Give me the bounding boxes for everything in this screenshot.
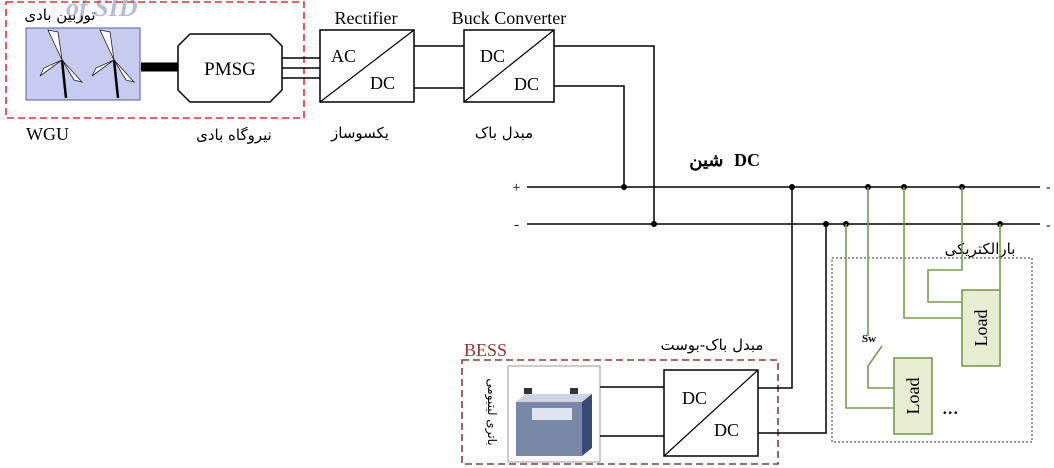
bess-boundary xyxy=(461,359,779,465)
bess-converter-dc-in: DC xyxy=(682,388,707,408)
rectifier-buck-lines xyxy=(414,45,464,89)
bess-to-bus-lines xyxy=(758,187,827,434)
switch-label: Sw xyxy=(862,333,876,345)
wind-plant-label: نیروگاه بادی xyxy=(196,126,272,144)
buck-label: مبدل باک xyxy=(475,124,533,142)
pmsg-label: PMSG xyxy=(204,59,256,80)
bess-label: BESS xyxy=(464,340,507,360)
bus-label-dc: DC xyxy=(734,150,760,170)
buck-dc-out: DC xyxy=(514,74,539,94)
buck-title: Buck Converter xyxy=(452,8,566,28)
buck-to-bus-lines xyxy=(554,45,655,224)
bus-plus-right: - xyxy=(1046,180,1051,195)
load-wiring xyxy=(845,187,963,409)
wind-turbine-label: توربین بادی xyxy=(24,6,95,24)
battery-converter-lines xyxy=(600,386,664,437)
rectifier-label: یکسوساز xyxy=(330,124,389,142)
bus-minus-right: - xyxy=(1046,218,1051,233)
rectifier-dc: DC xyxy=(370,73,395,93)
three-phase-lines xyxy=(282,57,320,79)
battery-label: باتری لیتیومی xyxy=(484,378,499,445)
load-ellipsis: ... xyxy=(942,394,959,419)
load-box-2 xyxy=(893,357,933,435)
buck-converter-box xyxy=(463,29,555,103)
wgu-label: WGU xyxy=(26,124,69,144)
load-box-1 xyxy=(961,289,1001,367)
bus-label: شین DC xyxy=(689,150,760,171)
junction-dots xyxy=(621,184,1003,227)
buck-dc-in: DC xyxy=(480,46,505,66)
load-group-boundary xyxy=(831,257,1033,443)
wind-turbine-icon xyxy=(25,27,141,101)
rectifier-ac: AC xyxy=(331,46,356,66)
rectifier-title: Rectifier xyxy=(335,8,398,28)
bess-converter-dc-out: DC xyxy=(714,420,739,440)
load-label-2: Load xyxy=(903,378,923,415)
bus-plus-sign: + xyxy=(512,180,520,196)
bess-converter-box xyxy=(663,369,759,457)
wgu-boundary xyxy=(5,1,305,119)
pmsg-generator xyxy=(177,33,283,103)
load-label-1: Load xyxy=(971,310,991,347)
rectifier-box xyxy=(319,29,415,103)
watermark: of SID xyxy=(66,0,138,22)
battery-icon xyxy=(507,365,601,463)
bus-minus-sign: - xyxy=(514,217,519,233)
bess-converter-label: مبدل باک-بوست xyxy=(661,336,764,354)
load-group-label: بارالکتریکی xyxy=(945,240,1016,258)
bus-label-fa: شین xyxy=(689,150,723,171)
